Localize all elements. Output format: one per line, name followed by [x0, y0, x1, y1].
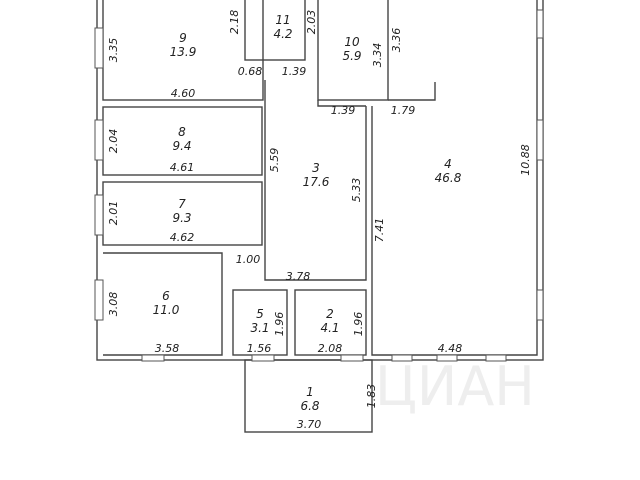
- dimension: 4.60: [171, 87, 196, 100]
- room-4: 446.8: [435, 157, 462, 185]
- room-number: 8: [178, 125, 186, 139]
- dimension: 2.18: [228, 10, 241, 35]
- room-number: 2: [326, 307, 334, 321]
- room-number: 3: [312, 161, 320, 175]
- room-area: 9.3: [172, 211, 191, 225]
- dimension: 2.04: [107, 129, 120, 154]
- room-10: 105.9: [342, 35, 361, 63]
- room-11: 114.2: [273, 13, 292, 41]
- room-area: 11.0: [153, 303, 180, 317]
- dimension: 1.96: [352, 312, 365, 337]
- dimension: 3.78: [286, 270, 311, 283]
- dimension: 7.41: [373, 218, 386, 243]
- room-area: 17.6: [303, 175, 330, 189]
- dimension: 1.00: [236, 253, 261, 266]
- room-number: 4: [444, 157, 452, 171]
- dimension: 0.68: [238, 65, 263, 78]
- room-number: 9: [179, 31, 187, 45]
- room-9: 913.9: [170, 31, 197, 59]
- dimension: 5.59: [268, 148, 281, 173]
- watermark: ЦИАН: [375, 355, 535, 418]
- dimension: 5.33: [350, 178, 363, 203]
- dimension: 2.03: [305, 10, 318, 35]
- dimension: 3.36: [390, 28, 403, 53]
- dimension: 2.08: [318, 342, 343, 355]
- dimension: 2.01: [107, 201, 120, 226]
- dimension-labels: 3.35 4.60 2.18 2.03 3.34 3.36 0.68 1.39 …: [107, 10, 532, 431]
- room-8: 89.4: [172, 125, 191, 153]
- room-2: 24.1: [320, 307, 339, 335]
- dimension: 3.58: [155, 342, 180, 355]
- dimension: 3.35: [107, 38, 120, 63]
- room-labels: 913.9 114.2 105.9 89.4 317.6 446.8 79.3 …: [153, 13, 462, 413]
- room-7: 79.3: [172, 197, 191, 225]
- dimension: 1.39: [331, 104, 356, 117]
- dimension: 3.70: [297, 418, 322, 431]
- room-number: 7: [178, 197, 186, 211]
- room-number: 11: [275, 13, 290, 27]
- room-area: 6.8: [300, 399, 319, 413]
- dimension: 4.61: [170, 161, 195, 174]
- dimension: 10.88: [519, 144, 532, 176]
- dimension: 3.08: [107, 292, 120, 317]
- dimension: 1.79: [391, 104, 416, 117]
- room-number: 10: [344, 35, 360, 49]
- room-area: 9.4: [172, 139, 191, 153]
- dimension: 1.96: [273, 312, 286, 337]
- room-area: 46.8: [435, 171, 462, 185]
- dimension: 4.48: [438, 342, 463, 355]
- room-3: 317.6: [303, 161, 330, 189]
- dimension: 1.39: [282, 65, 307, 78]
- room-5: 53.1: [250, 307, 269, 335]
- room-number: 1: [306, 385, 314, 399]
- room-number: 5: [256, 307, 264, 321]
- dimension: 1.83: [365, 384, 378, 409]
- room-area: 4.1: [320, 321, 339, 335]
- dimension: 4.62: [170, 231, 195, 244]
- windows: [94, 9, 544, 362]
- room-area: 3.1: [250, 321, 269, 335]
- room-6: 611.0: [153, 289, 180, 317]
- room-area: 5.9: [342, 49, 361, 63]
- dimension: 3.34: [371, 43, 384, 68]
- room-number: 6: [162, 289, 170, 303]
- dimension: 1.56: [247, 342, 272, 355]
- room-area: 13.9: [170, 45, 197, 59]
- room-1: 16.8: [300, 385, 319, 413]
- room-area: 4.2: [273, 27, 292, 41]
